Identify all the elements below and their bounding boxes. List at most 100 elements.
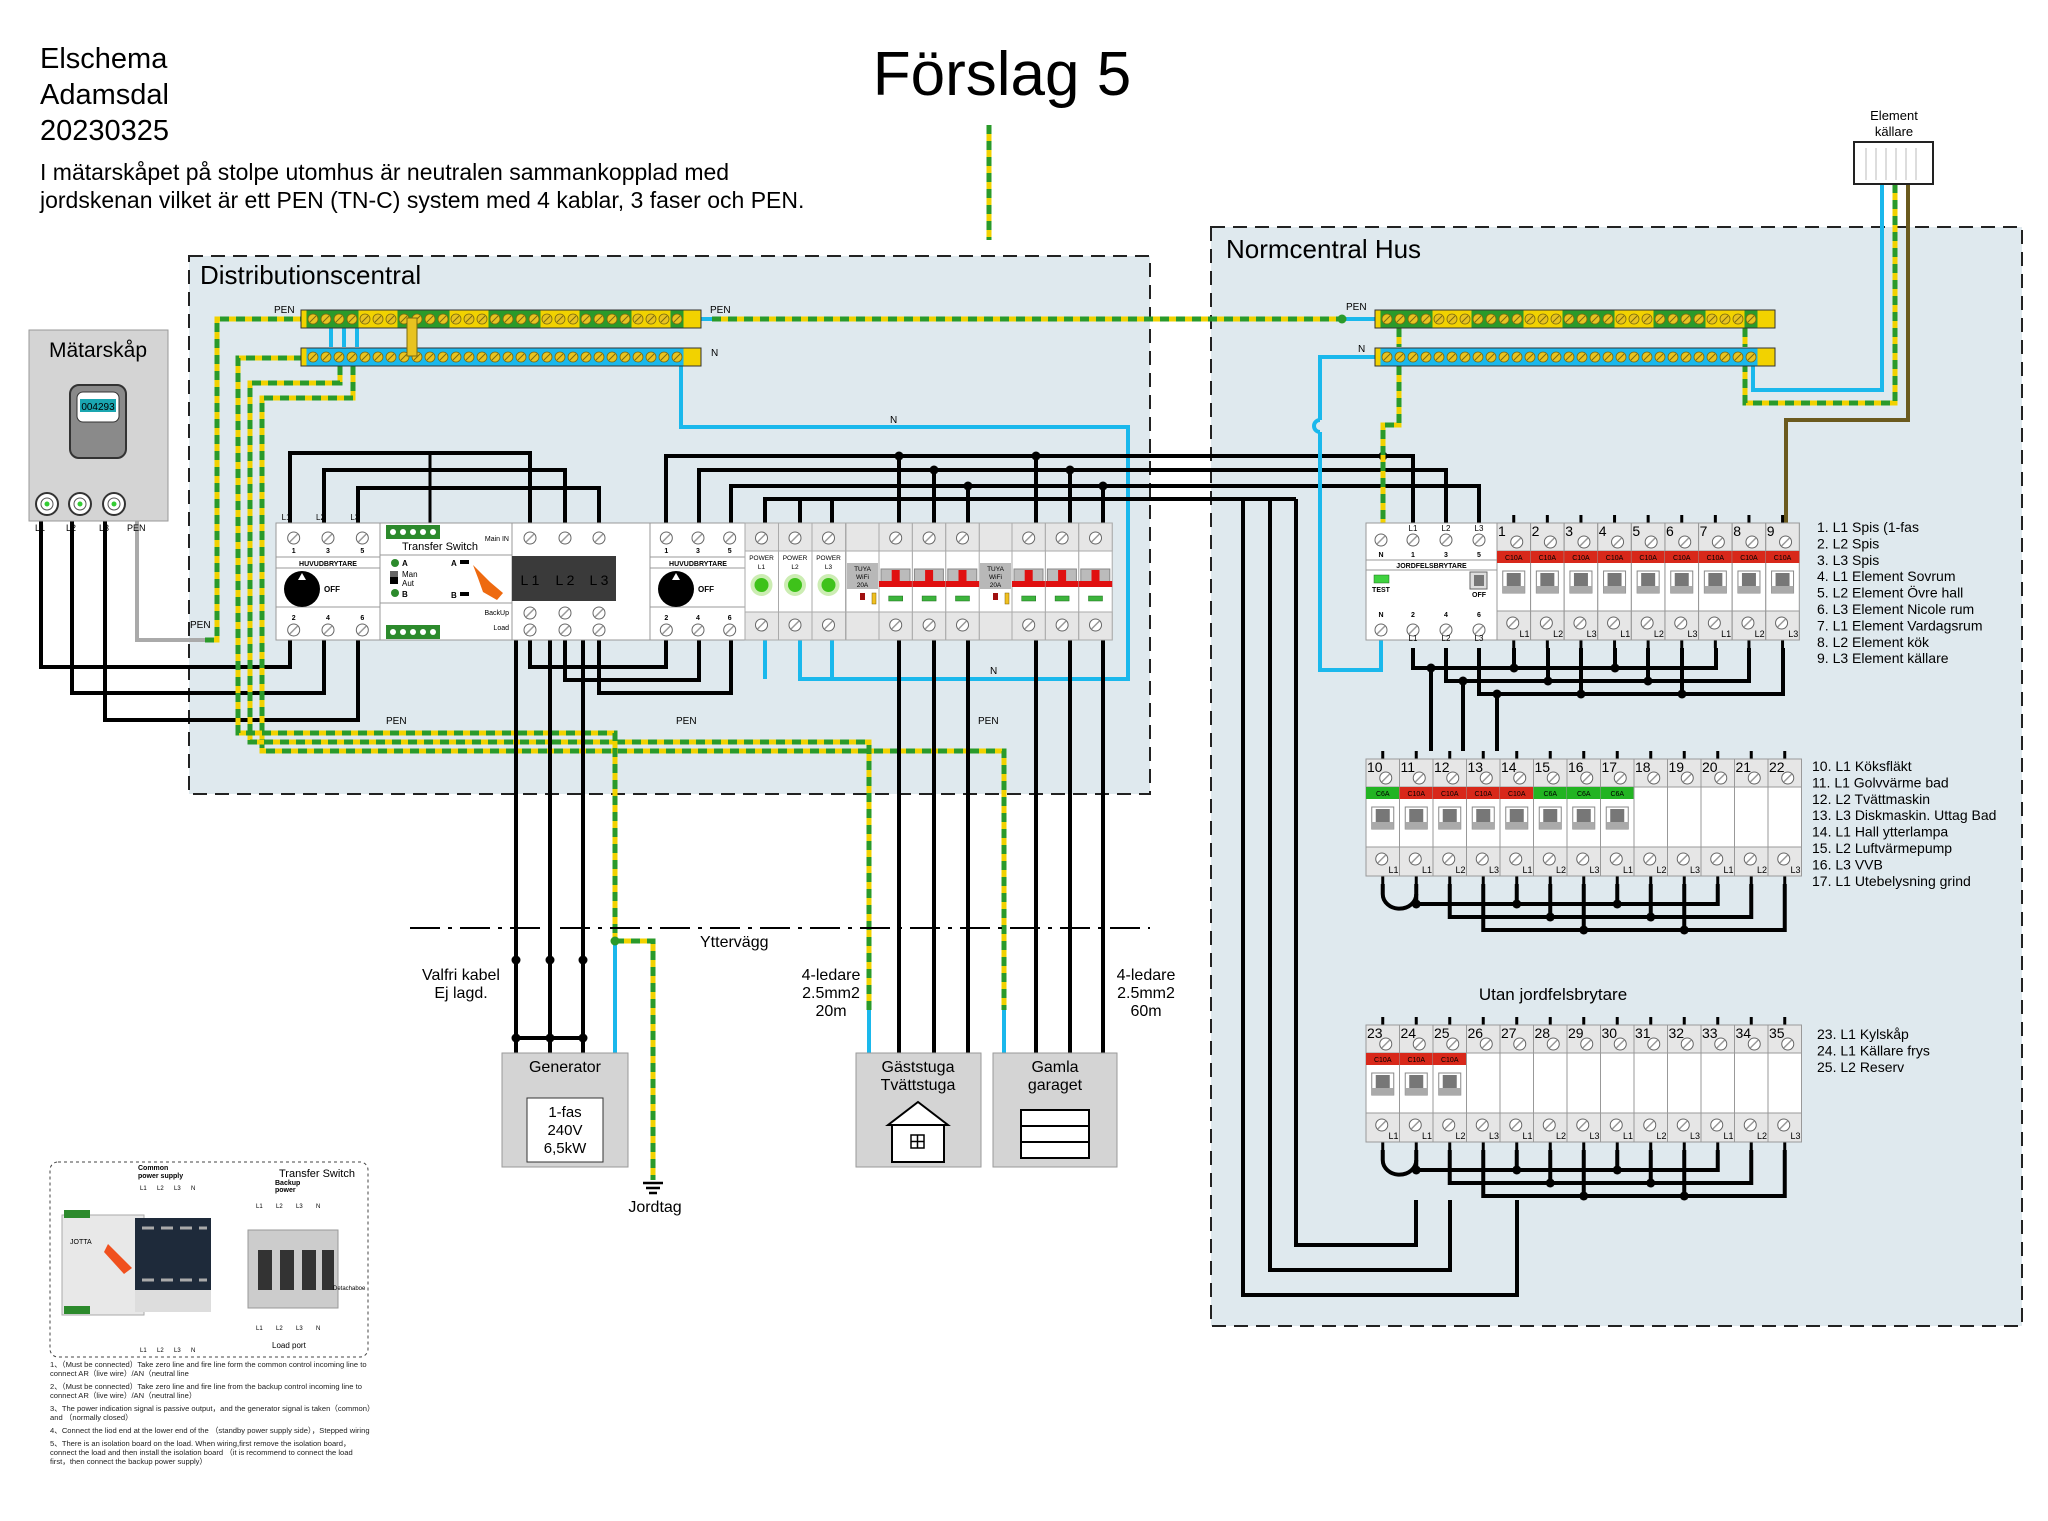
breaker-number: 27 [1501, 1025, 1517, 1041]
screw-slot [1477, 854, 1487, 864]
wire-label-n: N [1358, 344, 1365, 355]
bus-screw-slot [1422, 315, 1430, 323]
reference-image: Transfer Switch Common power supply Back… [49, 1161, 369, 1358]
screw-slot [1716, 1039, 1726, 1049]
terminal-number: 6 [360, 615, 364, 622]
screw-slot [756, 620, 767, 630]
phase-wire [1481, 884, 1787, 932]
breaker-rating: C10A [1707, 555, 1725, 562]
terminal-dot [430, 529, 436, 535]
bus-screw-slot [400, 315, 408, 323]
bus-screw-slot [374, 353, 382, 361]
terminal-number: 1 [1411, 552, 1415, 559]
terminal-number: N [1378, 552, 1383, 559]
phase-label: L1 [282, 513, 291, 522]
breaker-number: 10 [1367, 759, 1383, 775]
legend-item: 16. L3 VVB [1812, 856, 1883, 872]
rcd-label: JORDFELSBRYTARE [1396, 563, 1467, 570]
reference-common: Common [138, 1165, 168, 1172]
breaker-rating: C6A [1610, 791, 1624, 798]
screw-slot [957, 533, 968, 543]
junction-dot [511, 1033, 521, 1043]
breaker-number: 26 [1468, 1025, 1484, 1041]
bus-screw-slot [361, 353, 369, 361]
bus-screw-slot [608, 353, 616, 361]
transfer-switch [379, 522, 513, 641]
radiator-label-2: källare [1875, 124, 1913, 139]
neutral-wire [1318, 432, 1383, 672]
terminal-number: 4 [1444, 612, 1448, 619]
bus-screw-slot [582, 353, 590, 361]
screw-slot [1712, 854, 1722, 864]
screw-slot [1578, 854, 1588, 864]
screw-slot [1613, 537, 1623, 547]
screw-slot [1579, 537, 1589, 547]
screw-slot [1444, 854, 1454, 864]
rating-band [1732, 551, 1766, 563]
bus-screw-slot [1383, 315, 1391, 323]
phase-wire [597, 640, 733, 695]
legend-item: 7. L1 Element Vardagsrum [1817, 617, 1983, 633]
screw-slot [357, 533, 367, 543]
bus-screw-slot [530, 315, 538, 323]
screw-slot [1544, 1120, 1554, 1130]
phase-wire [1444, 648, 1751, 683]
rating-band [1533, 787, 1567, 799]
screw-slot [560, 608, 570, 618]
breaker-red-band [912, 581, 946, 587]
bus-screw-slot [309, 353, 317, 361]
bus-screw-slot [1630, 315, 1638, 323]
breaker-phase: L1 [1388, 1131, 1398, 1141]
screw-slot [661, 625, 671, 635]
phase-wire [1268, 499, 1452, 1272]
bus-screw-slot [673, 315, 681, 323]
breaker-toggle [1674, 573, 1689, 586]
legend-item: 12. L2 Tvättmaskin [1812, 791, 1930, 807]
bus-screw-slot [1682, 315, 1690, 323]
phase-wire [1411, 648, 1718, 670]
junction-dot [1579, 1191, 1589, 1201]
screw-slot [1680, 537, 1690, 547]
legend-item: 25. L2 Reserv [1817, 1059, 1904, 1075]
junction-dot [1643, 676, 1653, 686]
breaker-status-green [888, 595, 903, 602]
junction-dot [1098, 481, 1108, 491]
pe-wire-stripe [615, 938, 656, 1180]
breaker-status-green [955, 595, 970, 602]
breaker-number: 12 [1434, 759, 1450, 775]
neutral-wire-crossover [1312, 418, 1321, 434]
screw-slot [1716, 773, 1726, 783]
screw-slot [525, 533, 535, 543]
reference-phase: N [316, 1204, 320, 1210]
rating-band [1698, 551, 1733, 563]
screw-slot [594, 625, 604, 635]
bus-screw-slot [1643, 353, 1651, 361]
breaker-rating: C6A [1376, 791, 1390, 798]
bus-screw-slot [1669, 315, 1677, 323]
phase-label: L3 [350, 513, 359, 522]
breaker-rating: C10A [1673, 555, 1691, 562]
screw-slot [1441, 625, 1451, 635]
screw-slot [1645, 854, 1655, 864]
screw-slot [1024, 533, 1034, 543]
rating-band [1497, 551, 1531, 563]
terminal-number: 2 [292, 615, 296, 622]
junction-dot [1545, 912, 1555, 922]
reference-load-port: Load port [272, 1341, 307, 1350]
bus-screw-slot [647, 315, 655, 323]
junction-dot [1411, 1165, 1421, 1175]
breaker-toggle [1509, 809, 1524, 822]
bus-screw-slot [426, 315, 434, 323]
breaker-rating: C6A [1577, 791, 1591, 798]
junction-dot [1646, 1178, 1656, 1188]
screw-slot [1747, 537, 1757, 547]
reference-phase: L2 [276, 1326, 283, 1332]
tuya-label: WiFi [989, 574, 1002, 581]
legend-item: 24. L1 Källare frys [1817, 1042, 1930, 1058]
bus-screw-slot [1461, 353, 1469, 361]
screw-slot [1548, 1039, 1558, 1049]
phase-wire [103, 521, 360, 722]
breaker-number: 7 [1700, 523, 1708, 539]
bus-screw-slot [1721, 353, 1729, 361]
bus-screw-slot [491, 353, 499, 361]
